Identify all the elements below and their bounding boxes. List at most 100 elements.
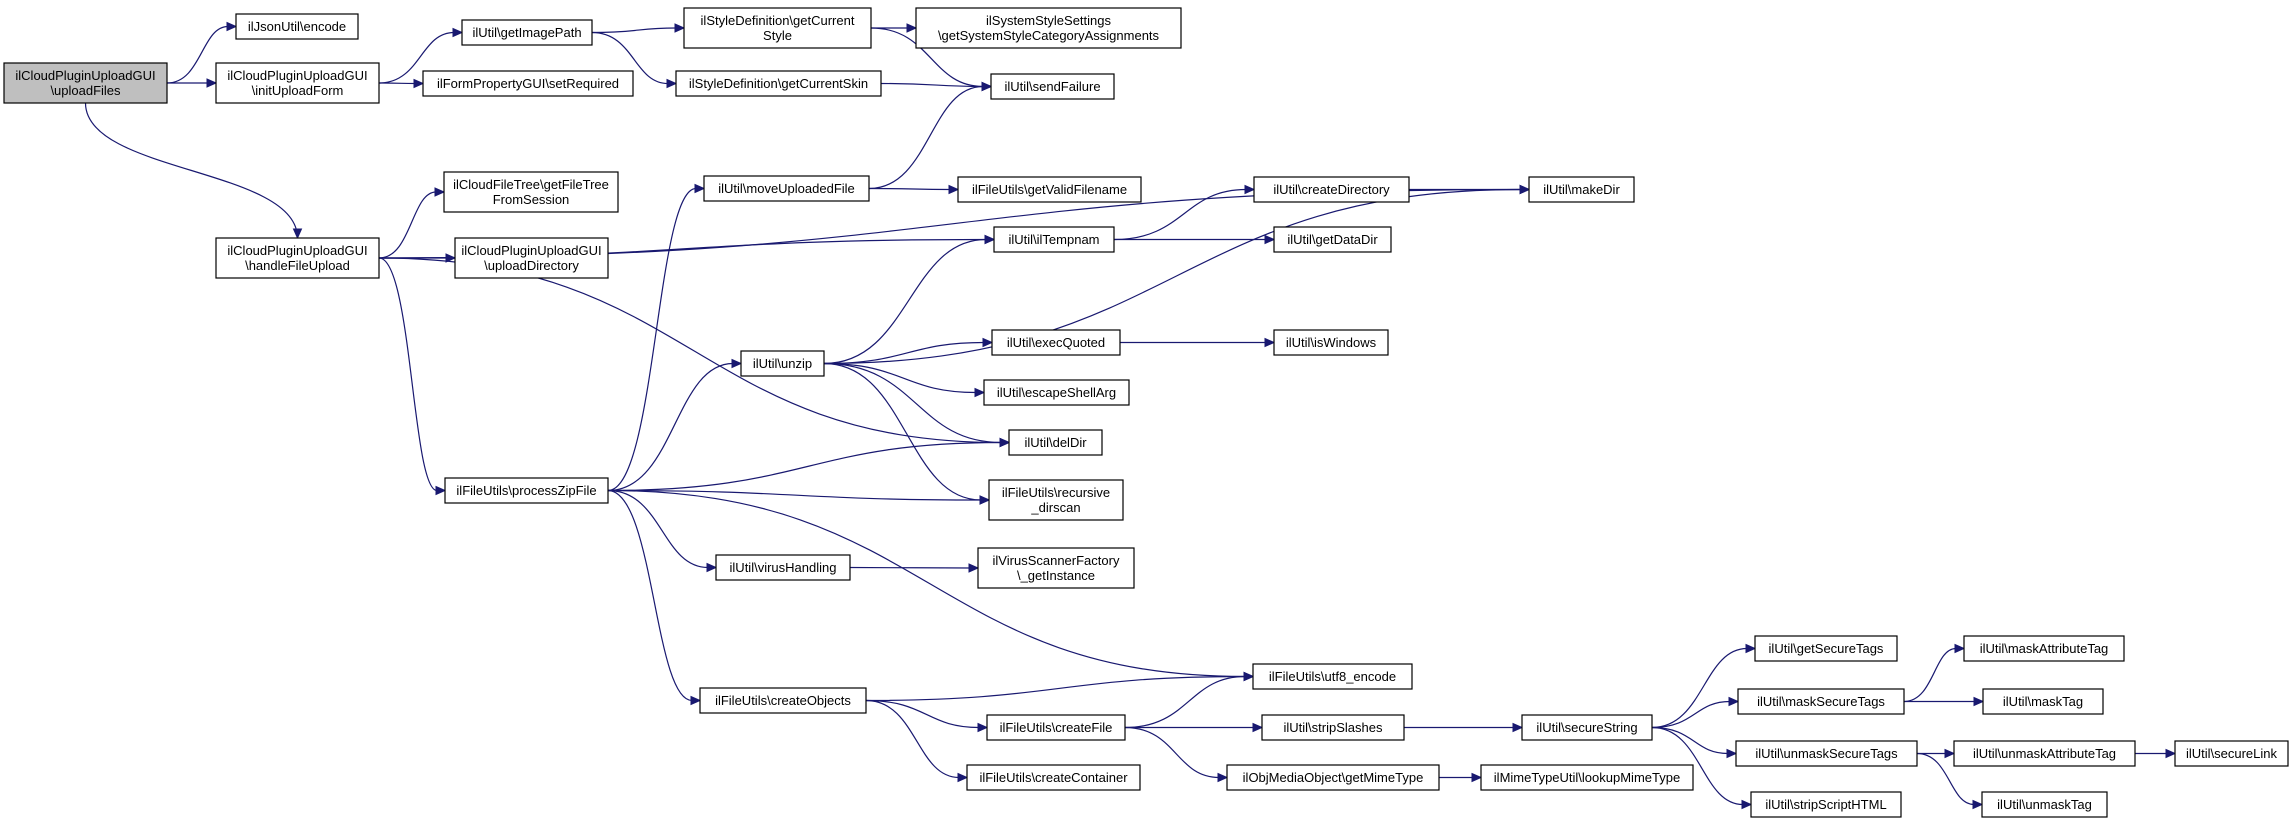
node-process-zip[interactable]: ilFileUtils\processZipFile: [444, 477, 609, 504]
node-unmask-secure-tags[interactable]: ilUtil\unmaskSecureTags: [1735, 740, 1918, 767]
node-json-encode[interactable]: ilJsonUtil\encode: [235, 13, 359, 40]
node-label: ilVirusScannerFactory: [993, 553, 1120, 568]
arrowhead: [1972, 799, 1984, 810]
arrowhead: [2165, 748, 2177, 759]
node-box: [2174, 740, 2289, 767]
node-move-uploaded[interactable]: ilUtil\moveUploadedFile: [703, 175, 870, 202]
node-create-container[interactable]: ilFileUtils\createContainer: [966, 764, 1141, 791]
node-exec-quoted[interactable]: ilUtil\execQuoted: [991, 329, 1121, 356]
node-strip-script-html[interactable]: ilUtil\stripScriptHTML: [1750, 791, 1902, 818]
node-mask-secure-tags[interactable]: ilUtil\maskSecureTags: [1737, 688, 1905, 715]
node-get-image-path[interactable]: ilUtil\getImagePath: [461, 19, 593, 46]
node-secure-string[interactable]: ilUtil\secureString: [1521, 714, 1653, 741]
node-label: ilObjMediaObject\getMimeType: [1243, 770, 1424, 785]
node-box: [977, 547, 1135, 589]
node-lookup-mime[interactable]: ilMimeTypeUtil\lookupMimeType: [1480, 764, 1694, 791]
edge-handle-file-upload-to-process-zip: [378, 257, 438, 492]
node-box: [444, 477, 609, 504]
node-handle-file-upload[interactable]: ilCloudPluginUploadGUI\handleFileUpload: [215, 237, 380, 279]
arrowhead: [1741, 799, 1753, 810]
node-mask-tag[interactable]: ilUtil\maskTag: [1982, 688, 2104, 715]
node-unmask-attribute-tag[interactable]: ilUtil\unmaskAttributeTag: [1953, 740, 2136, 767]
node-create-objects[interactable]: ilFileUtils\createObjects: [699, 687, 867, 714]
node-label: ilUtil\sendFailure: [1004, 79, 1100, 94]
arrowhead: [977, 722, 989, 733]
arrowhead: [968, 563, 980, 573]
arrowhead: [434, 187, 446, 197]
node-recursive-dirscan[interactable]: ilFileUtils\recursive_dirscan: [988, 479, 1124, 521]
edge-init-upload-form-to-get-image-path: [378, 31, 455, 84]
arrowhead: [906, 23, 918, 33]
node-box: [990, 73, 1115, 100]
edge-unzip-to-il-tempnam: [823, 238, 987, 365]
node-get-mime-type[interactable]: ilObjMediaObject\getMimeType: [1226, 764, 1440, 791]
edge-get-current-skin-to-send-failure: [880, 82, 984, 88]
node-utf8-encode[interactable]: ilFileUtils\utf8_encode: [1252, 663, 1413, 690]
nodes-layer: ilCloudPluginUploadGUI\uploadFiles ilJson…: [3, 7, 2289, 818]
node-box: [422, 70, 634, 97]
arrowhead: [1264, 337, 1276, 348]
node-get-secure-tags[interactable]: ilUtil\getSecureTags: [1754, 635, 1898, 662]
edge-unzip-to-make-dir: [823, 188, 1522, 365]
node-get-valid-filename[interactable]: ilFileUtils\getValidFilename: [957, 176, 1142, 203]
node-box: [1737, 688, 1905, 715]
node-secure-link[interactable]: ilUtil\secureLink: [2174, 740, 2289, 767]
arrowhead: [1944, 748, 1956, 759]
node-box: [1735, 740, 1918, 767]
node-unzip[interactable]: ilUtil\unzip: [740, 350, 825, 377]
node-unmask-tag[interactable]: ilUtil\unmaskTag: [1981, 791, 2108, 818]
arrowhead: [435, 485, 447, 496]
node-get-current-skin[interactable]: ilStyleDefinition\getCurrentSkin: [675, 70, 882, 97]
edge-upload-files-to-handle-file-upload: [84, 102, 299, 239]
node-label: ilFileUtils\processZipFile: [456, 483, 596, 498]
node-il-tempnam[interactable]: ilUtil\ilTempnam: [993, 226, 1115, 253]
node-virus-scanner[interactable]: ilVirusScannerFactory\_getInstance: [977, 547, 1135, 589]
node-upload-files[interactable]: ilCloudPluginUploadGUI\uploadFiles: [3, 62, 168, 104]
node-create-file[interactable]: ilFileUtils\createFile: [986, 714, 1126, 741]
edge-handle-file-upload-to-get-file-tree: [378, 191, 437, 259]
node-label: ilUtil\maskTag: [2003, 694, 2083, 709]
node-label: ilFileUtils\recursive: [1002, 485, 1110, 500]
arrowhead: [984, 234, 996, 245]
node-init-upload-form[interactable]: ilCloudPluginUploadGUI\initUploadForm: [215, 62, 380, 104]
node-label: \uploadDirectory: [484, 258, 579, 273]
node-label: ilFormPropertyGUI\setRequired: [437, 76, 619, 91]
node-set-required[interactable]: ilFormPropertyGUI\setRequired: [422, 70, 634, 97]
node-box: [699, 687, 867, 714]
node-label: ilUtil\makeDir: [1543, 182, 1620, 197]
node-del-dir[interactable]: ilUtil\delDir: [1008, 429, 1103, 456]
node-box: [1252, 663, 1413, 690]
edge-secure-string-to-unmask-secure-tags: [1651, 726, 1729, 755]
node-escape-shell[interactable]: ilUtil\escapeShellArg: [983, 379, 1130, 406]
arrowhead: [666, 78, 678, 89]
node-system-style[interactable]: ilSystemStyleSettings\getSystemStyleCate…: [915, 7, 1182, 49]
node-upload-directory[interactable]: ilCloudPluginUploadGUI\uploadDirectory: [454, 237, 609, 279]
edge-il-tempnam-to-create-directory: [1113, 188, 1247, 241]
edge-secure-string-to-strip-script-html: [1651, 726, 1744, 806]
edge-process-zip-to-del-dir: [607, 441, 1002, 492]
arrowhead: [1745, 643, 1757, 654]
node-label: ilCloudPluginUploadGUI: [227, 68, 367, 83]
arrowhead: [1243, 671, 1255, 682]
node-create-directory[interactable]: ilUtil\createDirectory: [1253, 176, 1410, 203]
node-get-data-dir[interactable]: ilUtil\getDataDir: [1273, 226, 1392, 253]
arrowhead: [706, 562, 718, 573]
node-label: ilUtil\getSecureTags: [1769, 641, 1884, 656]
node-mask-attribute-tag[interactable]: ilUtil\maskAttributeTag: [1963, 635, 2125, 662]
node-make-dir[interactable]: ilUtil\makeDir: [1528, 176, 1635, 203]
node-box: [1528, 176, 1635, 203]
node-virus-handling[interactable]: ilUtil\virusHandling: [715, 554, 851, 581]
node-is-windows[interactable]: ilUtil\isWindows: [1273, 329, 1389, 356]
node-box: [3, 62, 168, 104]
node-box: [461, 19, 593, 46]
node-send-failure[interactable]: ilUtil\sendFailure: [990, 73, 1115, 100]
node-label: ilUtil\secureString: [1536, 720, 1637, 735]
node-label: ilFileUtils\createFile: [1000, 720, 1113, 735]
node-box: [443, 171, 619, 213]
edge-handle-file-upload-to-del-dir: [378, 257, 1002, 444]
node-strip-slashes[interactable]: ilUtil\stripSlashes: [1261, 714, 1405, 741]
node-label: ilUtil\unmaskTag: [1997, 797, 2092, 812]
